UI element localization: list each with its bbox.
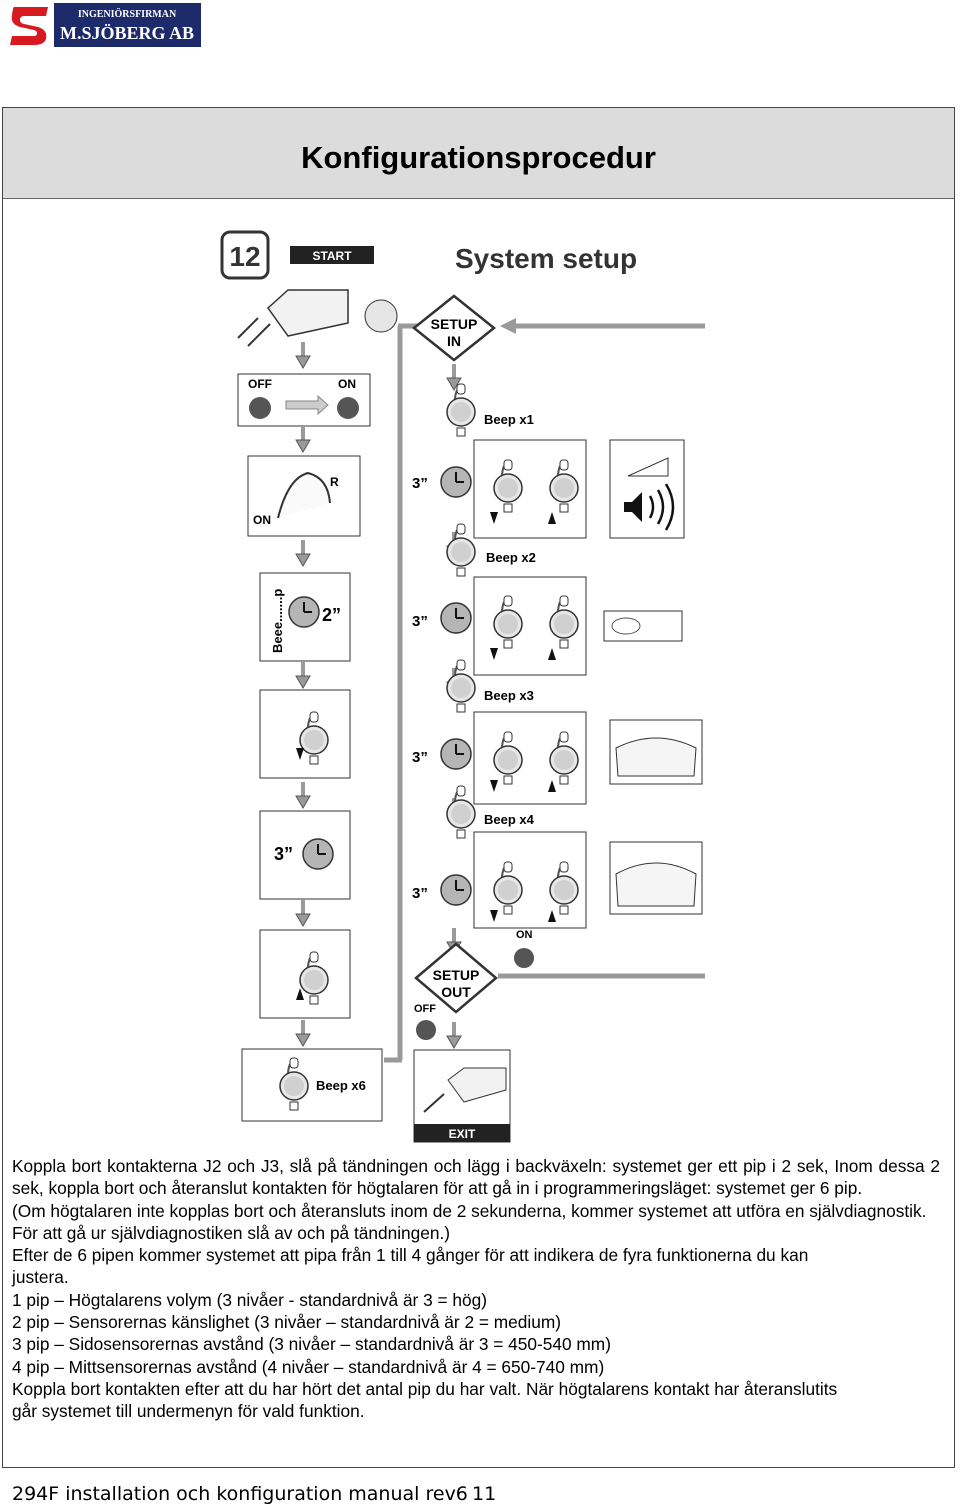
exit-control-unit-icon [447, 1067, 507, 1103]
replug-arrow [296, 988, 304, 1000]
logo-large-text: M.SJÖBERG AB [60, 23, 194, 43]
car-bumper-icon-1 [615, 737, 697, 777]
clock-icon-2s [288, 596, 320, 628]
on-label: ON [338, 377, 356, 391]
start-bar [290, 246, 374, 264]
arrow-down-4 [294, 660, 312, 690]
logo-s-mark [10, 7, 48, 45]
exit-off-label: OFF [414, 1003, 436, 1015]
three-sec-4: 3” [412, 885, 428, 902]
beep-group-2: Beep x2 3” [412, 523, 683, 676]
setup-out-line1: SETUP [433, 967, 480, 983]
logo-banner [54, 3, 201, 47]
speaker-waves-icon [648, 483, 675, 531]
long-beep-label: Beee.......p [270, 589, 285, 653]
title-bar: Konfigurationsprocedur [3, 108, 954, 199]
beep-group-4: Beep x4 3” [412, 785, 703, 929]
beep-group-3: Beep x3 3” [412, 659, 703, 805]
volume-level-icon [627, 457, 669, 477]
loop-arrow-head [500, 318, 516, 334]
list-item-2: 2 pip – Sensorernas känslighet (3 nivåer… [12, 1312, 561, 1333]
three-sec-2: 3” [412, 613, 428, 630]
step-number: 12 [229, 241, 260, 272]
control-unit-icon [237, 289, 398, 347]
footer-manual-title: 294F installation och konfiguration manu… [12, 1483, 468, 1505]
list-item-3: 3 pip – Sidosensorernas avstånd (3 nivåe… [12, 1334, 611, 1355]
exit-bar [414, 1124, 510, 1142]
diagram-title: System setup [455, 243, 637, 274]
exit-key-on-icon [514, 948, 534, 968]
beep-x3-label: Beep x3 [484, 688, 534, 703]
volume-option-box [609, 439, 685, 539]
two-sec-label: 2” [322, 605, 341, 625]
arrow-right-icon [285, 394, 329, 416]
beep-group-1: Beep x1 3” [412, 383, 685, 539]
step-number-box [220, 230, 270, 280]
instructions-text: Koppla bort kontakterna J2 och J3, slå p… [12, 1155, 940, 1423]
paragraph-selfdiag: (Om högtalaren inte kopplas bort och åte… [12, 1200, 927, 1243]
start-label: START [312, 249, 352, 263]
setup-in-line1: SETUP [431, 316, 478, 332]
arrow-down-2 [294, 424, 312, 454]
content-frame: Konfigurationsprocedur [2, 107, 955, 1468]
beep-x1-label: Beep x1 [484, 412, 534, 427]
arrow-down-6 [294, 898, 312, 928]
clock-icon-wait [302, 838, 334, 870]
paragraph-final: Koppla bort kontakten efter att du har h… [12, 1378, 838, 1422]
sensitivity-option-box [603, 610, 683, 642]
beep-x6-box [241, 1048, 383, 1122]
car-bumper-icon-2 [615, 862, 697, 907]
arrow-down-3 [294, 538, 312, 568]
three-sec-1: 3” [412, 475, 428, 492]
exit-key-off-icon [416, 1020, 436, 1040]
clock-icon-2 [440, 602, 472, 634]
beep-x4-label: Beep x4 [484, 812, 535, 827]
clock-icon-1 [440, 466, 472, 498]
logo-small-text: INGENIÖRSFIRMAN [78, 7, 177, 20]
beep-x2-label: Beep x2 [486, 550, 536, 565]
paragraph-intro: Koppla bort kontakterna J2 och J3, slå p… [12, 1156, 940, 1199]
unplug-arrow [296, 748, 304, 760]
page-footer: 294F installation och konfiguration manu… [12, 1483, 496, 1505]
system-setup-diagram: 12 START System setup OFF ON R ON Beee..… [220, 230, 705, 1143]
setup-in-diamond [411, 294, 497, 362]
company-logo: INGENIÖRSFIRMAN M.SJÖBERG AB [8, 3, 201, 47]
exit-label: EXIT [449, 1127, 476, 1141]
page-title: Konfigurationsprocedur [301, 140, 656, 175]
setup-out-line2: OUT [441, 984, 471, 1000]
arrow-down-5 [294, 780, 312, 810]
setup-out-diamond [414, 942, 498, 1014]
gear-on-label: ON [253, 513, 271, 527]
key-off-icon [249, 397, 271, 419]
setup-in-line2: IN [447, 333, 461, 349]
clock-icon-4 [440, 874, 472, 906]
three-sec-3: 3” [412, 749, 428, 766]
paragraph-functions: Efter de 6 pipen kommer systemet att pip… [12, 1245, 809, 1288]
reverse-label: R [330, 475, 339, 489]
exit-on-label: ON [516, 929, 533, 941]
off-label: OFF [248, 377, 272, 391]
list-item-1: 1 pip – Högtalarens volym (3 nivåer - st… [12, 1289, 488, 1310]
arrow-down-7 [294, 1018, 312, 1048]
key-on-icon [337, 397, 359, 419]
page-number: 11 [472, 1483, 497, 1505]
speaker-icon [624, 492, 642, 522]
sensitivity-icon [611, 617, 641, 635]
clock-icon-3 [440, 738, 472, 770]
list-item-4: 4 pip – Mittsensorernas avstånd (4 nivåe… [12, 1356, 605, 1377]
beep-x6-label: Beep x6 [316, 1078, 366, 1093]
arrow-down-exit [445, 1020, 463, 1050]
arrow-down-1 [294, 340, 312, 370]
gear-lever-icon [277, 471, 331, 519]
wait-three-sec-label: 3” [274, 844, 293, 864]
